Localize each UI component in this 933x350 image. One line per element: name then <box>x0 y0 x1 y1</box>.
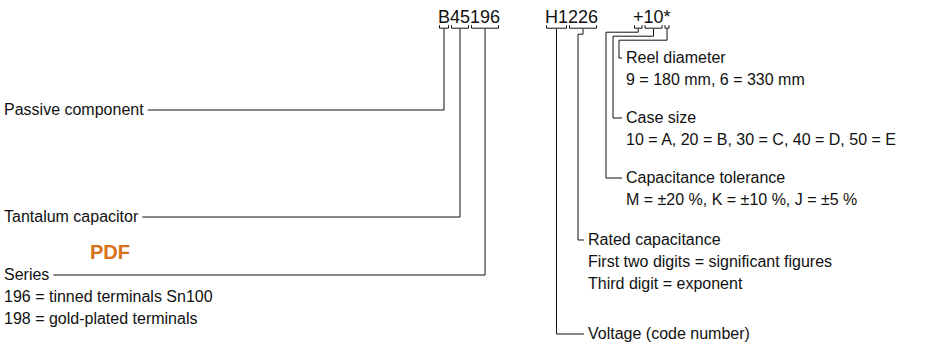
field-values: 198 = gold-plated terminals <box>4 309 197 328</box>
field-name: Reel diameter <box>626 48 726 67</box>
field-name: Rated capacitance <box>588 230 721 249</box>
field-name: Capacitance tolerance <box>626 168 785 187</box>
leader-line <box>53 29 485 275</box>
leader-line <box>557 29 584 334</box>
ordering-code: +10* <box>633 7 671 29</box>
ordering-code: H1226 <box>545 7 598 29</box>
leader-line <box>148 29 444 110</box>
field-name: Tantalum capacitor <box>4 207 138 226</box>
field-values: 10 = A, 20 = B, 30 = C, 40 = D, 50 = E <box>626 130 896 149</box>
ordering-code: B45196 <box>438 7 500 29</box>
field-name: Series <box>4 265 49 284</box>
leader-line <box>578 29 584 240</box>
field-values: M = ±20 %, K = ±10 %, J = ±5 % <box>626 190 857 209</box>
field-values: Third digit = exponent <box>588 274 742 293</box>
field-name: Passive component <box>4 100 144 119</box>
watermark: PDF <box>90 240 130 264</box>
field-values: First two digits = significant figures <box>588 252 832 271</box>
leader-line <box>142 29 460 217</box>
field-name: Case size <box>626 108 696 127</box>
field-name: Voltage (code number) <box>588 324 750 343</box>
field-values: 196 = tinned terminals Sn100 <box>4 287 213 306</box>
field-values: 9 = 180 mm, 6 = 330 mm <box>626 70 805 89</box>
